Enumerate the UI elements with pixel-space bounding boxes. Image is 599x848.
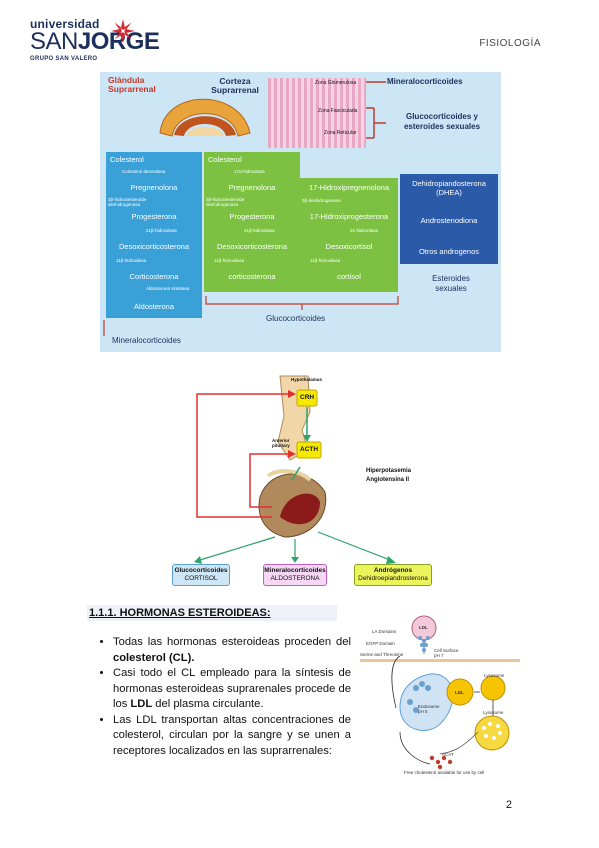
bullet-2: Casi todo el CL empleado para la síntesi… [113,666,351,713]
col3-enzyme-2: 21-hidroxilasa [350,228,379,233]
col4-item-1: Dehidropiandosterona (DHEA) [412,179,486,197]
pathway-column-2: Colesterol 17α-hidroxilasa Pregnenolona … [204,152,300,292]
ldl-label-1: LDL [419,625,428,630]
esteroides-sexuales-label: Esteroides sexuales [432,274,470,293]
col2-item-4: Desoxicorticosterona [216,242,288,251]
logo-subtitle: GRUPO SAN VALERO [30,56,98,62]
col2-item-2: Pregnenolona [228,183,276,192]
zone-glomerulosa-label: Zona Glomerulosa [315,80,357,86]
col3-enzyme-3: 11β-hidroxilasa [310,258,341,263]
zone-fasciculada-label: Zona Fasciculada [318,108,358,114]
pathway-column-1: Colesterol Colesterol desmolasa Pregneno… [106,152,202,318]
adrenal-steroidogenesis-figure: Glándula Suprarrenal Corteza Suprarrenal… [100,72,501,352]
col1-enzyme-3: 21β-hidroxilasa [146,228,177,233]
col3-item-3: Desoxicortisol [325,242,373,251]
col1-enzyme-4: 11β-hidroxilasa [116,258,147,263]
cell-surface-label: Cell Surface pH 7 [434,648,459,658]
col3-item-2: 17-Hidroxiprogesterona [309,212,389,221]
ldl-label-2: LDL [455,690,464,695]
hpa-axis-figure: Hypothalamus CRH Anterior pituitary ACTH… [160,372,445,590]
cortex-histology [268,78,366,148]
glucocorticoides-sexuales-label: Glucocorticoides y esteroides sexuales [403,112,481,131]
stimuli-labels: Hiperpotasemia Angiotensina II [366,467,411,485]
gland-title: Glándula Suprarrenal [108,75,156,94]
bullet-1: Todas las hormonas esteroideas proceden … [113,635,351,666]
acat-label: ACAT [442,752,454,757]
col2-enzyme-1: 17α-hidroxilasa [234,169,265,174]
cortex-title: Corteza Suprarrenal [211,76,259,95]
pathway-brackets [103,296,399,336]
logo-jorge: JORGE [77,28,160,55]
pathway-column-4: Dehidropiandosterona (DHEA) Androstenodi… [400,174,498,264]
logo-line1: universidad [30,17,100,31]
mineralocorticoides-box: Mineralocorticoides ALDOSTERONA [263,564,327,586]
crh-label: CRH [300,394,315,401]
col4-item-2: Androstenodiona [420,216,478,225]
ldl-receptor-figure: LDL LA Domains EGFP Domain Serine and Th… [360,612,520,782]
hpa-axis-diagram [194,375,396,564]
col2-enzyme-3: 21β-hidroxilasa [244,228,275,233]
lysosome-label-2: Lysosome [483,710,504,715]
page-number: 2 [505,799,512,811]
logo-san: SAN [30,28,78,55]
zone-arrows [366,81,386,139]
mineralocorticoides-top-label: Mineralocorticoides [387,77,463,86]
bullet-3: Las LDL transportan altas concentracione… [113,713,351,760]
col1-item-3: Progesterona [131,212,177,221]
lysosome-label-1: Lysosome [484,673,505,678]
la-domains-label: LA Domains [372,629,397,634]
university-logo: universidad SANJORGE GRUPO SAN VALERO [30,17,160,62]
logo-star-icon [111,19,135,43]
mineralocorticoides-label: Mineralocorticoides [112,336,181,345]
col4-item-3: Otros androgenos [418,247,480,256]
col1-enzyme-2: 3β-hidroxiesteroide deshidrogenasa [108,197,147,207]
col1-item-4: Desoxicorticosterona [118,242,190,251]
serine-label: Serine and Threonine [360,652,404,657]
col1-item-6: Aldosterona [133,302,175,311]
col3-item-1: 17-Hidroxipregnenolona [308,183,390,192]
col1-enzyme-1: Colesterol desmolasa [122,169,166,174]
col2-enzyme-4: 11β-hidroxilasa [214,258,245,263]
endosome-label: Endosome pH 5 [418,704,440,714]
col1-item-2: Pregnenolona [130,183,178,192]
col2-item-3: Progesterona [229,212,275,221]
adrenal-gland-illustration [159,98,251,137]
bullet-list: Todas las hormonas esteroideas proceden … [97,635,351,759]
anterior-pituitary-label: Anterior pituitary [272,438,290,448]
ldl-receptor-diagram [360,615,520,770]
egfp-label: EGFP Domain [366,641,395,646]
angiotensina-label: Angiotensina II [366,477,410,483]
glucocorticoides-label: Glucocorticoides [266,314,326,323]
androgenos-box: Andrógenos Dehidroepiandrosterona [354,564,432,586]
col1-enzyme-5: Aldosterona sintetasa [146,286,190,291]
hypothalamus-label: Hypothalamus [291,377,323,382]
col1-item-5: Corticosterona [129,272,179,281]
pathway-column-3: 17-Hidroxipregnenolona 3β-deshidrogenasa… [300,178,398,292]
col2-item-1: Colesterol [208,155,242,164]
section-label: FISIOLOGÍA [479,38,541,49]
zone-reticular-label: Zona Reticular [324,130,357,136]
col2-enzyme-2: 3β-hidroxiesteroide deshidrogenasa [206,197,245,207]
section-heading: 1.1.1. HORMONAS ESTEROIDEAS: [87,605,337,621]
col2-item-5: corticosterona [228,272,276,281]
hiperpotasemia-label: Hiperpotasemia [366,468,412,474]
glucocorticoides-box: Glucocorticoides CORTISOL [172,564,230,586]
col3-item-4: cortisol [337,272,361,281]
col3-enzyme-1: 3β-deshidrogenasa [302,198,341,203]
col1-item-1: Colesterol [110,155,144,164]
acth-label: ACTH [300,446,319,453]
free-cholesterol-label: Free cholesterol available for use by ce… [404,770,485,775]
